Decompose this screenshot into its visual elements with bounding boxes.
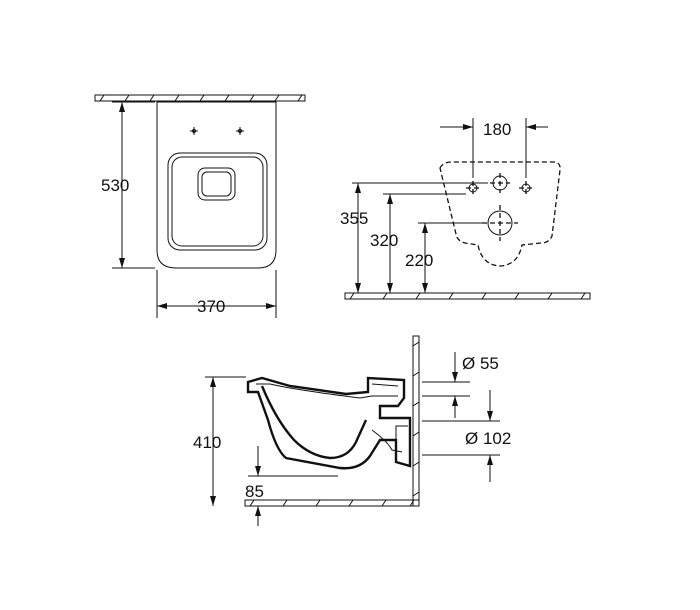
front-view-height-355-dimension xyxy=(352,182,488,293)
side-view-height-label: 410 xyxy=(193,433,221,452)
top-view-fixing-marks xyxy=(190,127,244,135)
front-view-hole-spacing-dimension xyxy=(440,118,548,178)
side-view-inlet-dimension xyxy=(422,352,470,418)
side-view-height-dimension xyxy=(205,376,246,506)
front-view-hole-spacing-label: 180 xyxy=(483,120,511,139)
side-view-bottom-label: 85 xyxy=(245,482,264,501)
side-view-bottom-dimension xyxy=(248,446,338,526)
front-view-floor xyxy=(344,292,591,300)
side-view-wall xyxy=(412,335,420,507)
side-view-floor xyxy=(244,499,420,507)
top-view-lid-cover xyxy=(197,167,236,201)
side-view-bowl-surface xyxy=(260,385,368,460)
top-view-height-dimension xyxy=(112,101,155,269)
side-view-toilet-profile xyxy=(246,376,412,470)
top-view-width-label: 370 xyxy=(197,297,225,316)
top-view-bowl-outline xyxy=(156,101,277,269)
side-view: Ø 55 Ø 102 410 85 xyxy=(193,335,511,526)
front-view-bowl-outline xyxy=(439,161,561,267)
front-view-outlet xyxy=(482,205,518,241)
top-view-seat xyxy=(167,152,268,251)
front-view-height-320-dimension xyxy=(383,193,466,293)
front-view-height-220-dimension xyxy=(418,222,486,293)
top-view-wall xyxy=(94,94,306,102)
front-view-height-320-label: 320 xyxy=(370,231,398,250)
front-view: 180 355 320 220 xyxy=(340,118,591,300)
top-view-height-label: 530 xyxy=(101,176,129,195)
top-view-width-dimension xyxy=(156,270,277,318)
side-view-inlet-diameter-label: Ø 55 xyxy=(462,354,499,373)
front-view-height-355-label: 355 xyxy=(340,209,368,228)
top-view: 530 370 xyxy=(94,94,306,318)
front-view-fixing-holes xyxy=(466,173,533,195)
side-view-outlet-diameter-label: Ø 102 xyxy=(465,429,511,448)
front-view-height-220-label: 220 xyxy=(405,251,433,270)
side-view-outlet-dimension xyxy=(422,390,500,482)
